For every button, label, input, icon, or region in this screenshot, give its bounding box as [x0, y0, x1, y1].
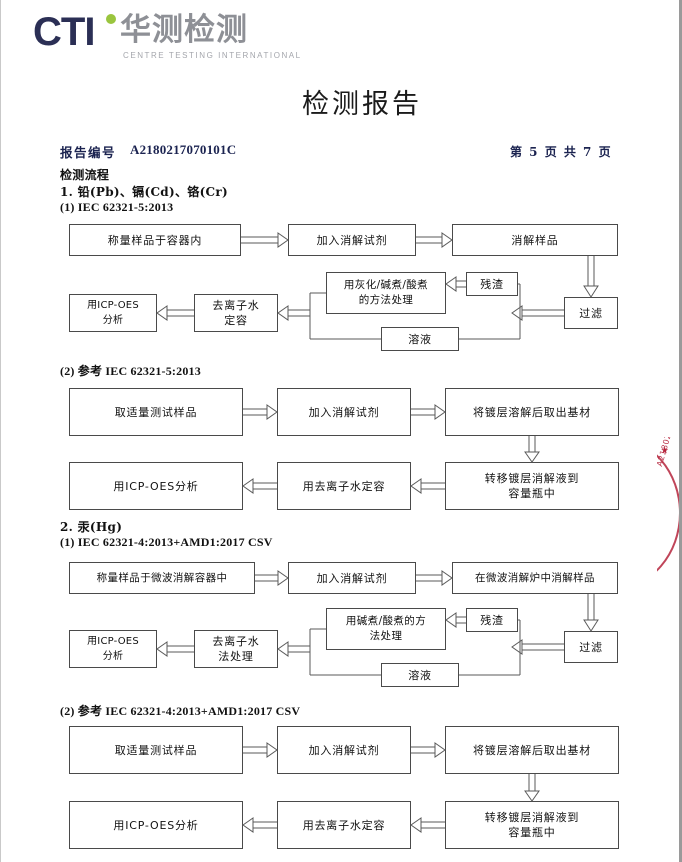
flow1-box-icp-oes: 用ICP-OES 分析 — [69, 294, 157, 332]
page-title: 检测报告 — [302, 89, 422, 120]
flow1-box-icp-oes-line1: 用ICP-OES — [87, 300, 139, 311]
report-number-value: A2180217070101C — [130, 142, 237, 157]
flow3-box-weigh-sample: 称量样品于微波消解容器中 — [69, 562, 255, 594]
flow4-box-take-sample: 取适量测试样品 — [69, 726, 243, 774]
page-indicator: 第 5 页 共 7 页 — [510, 145, 613, 159]
heading-section-2-method-2: (2) 参考 IEC 62321-4:2013+AMD1:2017 CSV — [60, 704, 301, 718]
flow1-box-weigh-sample: 称量样品于容器内 — [69, 224, 241, 256]
heading-section-2: 2. 汞(Hg) — [60, 520, 123, 534]
flow2-box-deionized-water: 用去离子水定容 — [277, 462, 411, 510]
flow3-box-deionized-water-line1: 去离子水 — [212, 635, 260, 648]
flow3-box-filter: 过滤 — [564, 631, 618, 663]
heading-section-1: 1. 铅(Pb)、镉(Cd)、铬(Cr) — [60, 185, 229, 199]
flow3-box-deionized-water-line2: 法处理 — [218, 650, 254, 663]
cti-logo: CTI 华测检测 CENTRE TESTING INTERNATIONAL — [33, 10, 300, 62]
flow3-box-alkali-acid: 用碱煮/酸煮的方 法处理 — [326, 608, 446, 650]
logo-english-name: CENTRE TESTING INTERNATIONAL — [123, 51, 302, 60]
flow1-box-deionized-water: 去离子水 定容 — [194, 294, 278, 332]
heading-section-1-method-2: (2) 参考 IEC 62321-5:2013 — [60, 364, 201, 378]
flow2-box-dissolve-coating: 将镀层溶解后取出基材 — [445, 388, 619, 436]
flow3-box-solution: 溶液 — [381, 663, 459, 687]
flow3-box-residue: 残渣 — [466, 608, 518, 632]
flow3-box-deionized-water: 去离子水 法处理 — [194, 630, 278, 668]
flow3-box-add-reagent: 加入消解试剂 — [288, 562, 416, 594]
page-left-edge — [0, 0, 1, 862]
flow1-box-digest-sample: 消解样品 — [452, 224, 618, 256]
flow4-box-deionized-water: 用去离子水定容 — [277, 801, 411, 849]
flow4-box-add-reagent: 加入消解试剂 — [277, 726, 411, 774]
logo-chinese-name: 华测检测 — [120, 12, 248, 48]
flow2-box-transfer-solution-line1: 转移镀层消解液到 — [484, 472, 580, 485]
flow3-box-alkali-acid-line1: 用碱煮/酸煮的方 — [345, 615, 427, 627]
flow4-box-icp-oes: 用ICP-OES分析 — [69, 801, 243, 849]
flow4-box-transfer-solution-line1: 转移镀层消解液到 — [484, 811, 580, 824]
flow1-box-ash-alkali-acid-line2: 的方法处理 — [358, 294, 414, 306]
flow4-box-transfer-solution: 转移镀层消解液到 容量瓶中 — [445, 801, 619, 849]
logo-green-dot-icon — [106, 14, 116, 24]
report-number-label: 报告编号 — [60, 145, 117, 160]
flow2-box-transfer-solution: 转移镀层消解液到 容量瓶中 — [445, 462, 619, 510]
flow4-box-dissolve-coating: 将镀层溶解后取出基材 — [445, 726, 619, 774]
flow3-box-alkali-acid-line2: 法处理 — [369, 630, 403, 642]
flow1-box-solution: 溶液 — [381, 327, 459, 351]
flow1-box-residue: 残渣 — [466, 272, 518, 296]
flow3-box-icp-oes-line2: 分析 — [102, 651, 124, 662]
flow3-box-icp-oes-line1: 用ICP-OES — [87, 636, 139, 647]
flow1-box-ash-alkali-acid: 用灰化/碱煮/酸煮 的方法处理 — [326, 272, 446, 314]
flow2-box-take-sample: 取适量测试样品 — [69, 388, 243, 436]
flow2-box-add-reagent: 加入消解试剂 — [277, 388, 411, 436]
flow1-box-ash-alkali-acid-line1: 用灰化/碱煮/酸煮 — [343, 279, 429, 291]
logo-mark-text: CTI — [33, 10, 95, 54]
flow1-box-icp-oes-line2: 分析 — [102, 315, 124, 326]
flow2-box-transfer-solution-line2: 容量瓶中 — [508, 487, 556, 500]
flow4-box-transfer-solution-line2: 容量瓶中 — [508, 826, 556, 839]
heading-section-2-method-1: (1) IEC 62321-4:2013+AMD1:2017 CSV — [60, 535, 273, 549]
flow2-box-icp-oes: 用ICP-OES分析 — [69, 462, 243, 510]
flow1-box-filter: 过滤 — [564, 297, 618, 329]
flow1-box-deionized-water-line2: 定容 — [224, 314, 248, 327]
heading-test-flow: 检测流程 — [60, 168, 110, 182]
flow1-box-deionized-water-line1: 去离子水 — [212, 299, 260, 312]
heading-section-1-method-1: (1) IEC 62321-5:2013 — [60, 200, 174, 214]
page-right-edge — [679, 0, 682, 862]
flow3-box-icp-oes: 用ICP-OES 分析 — [69, 630, 157, 668]
